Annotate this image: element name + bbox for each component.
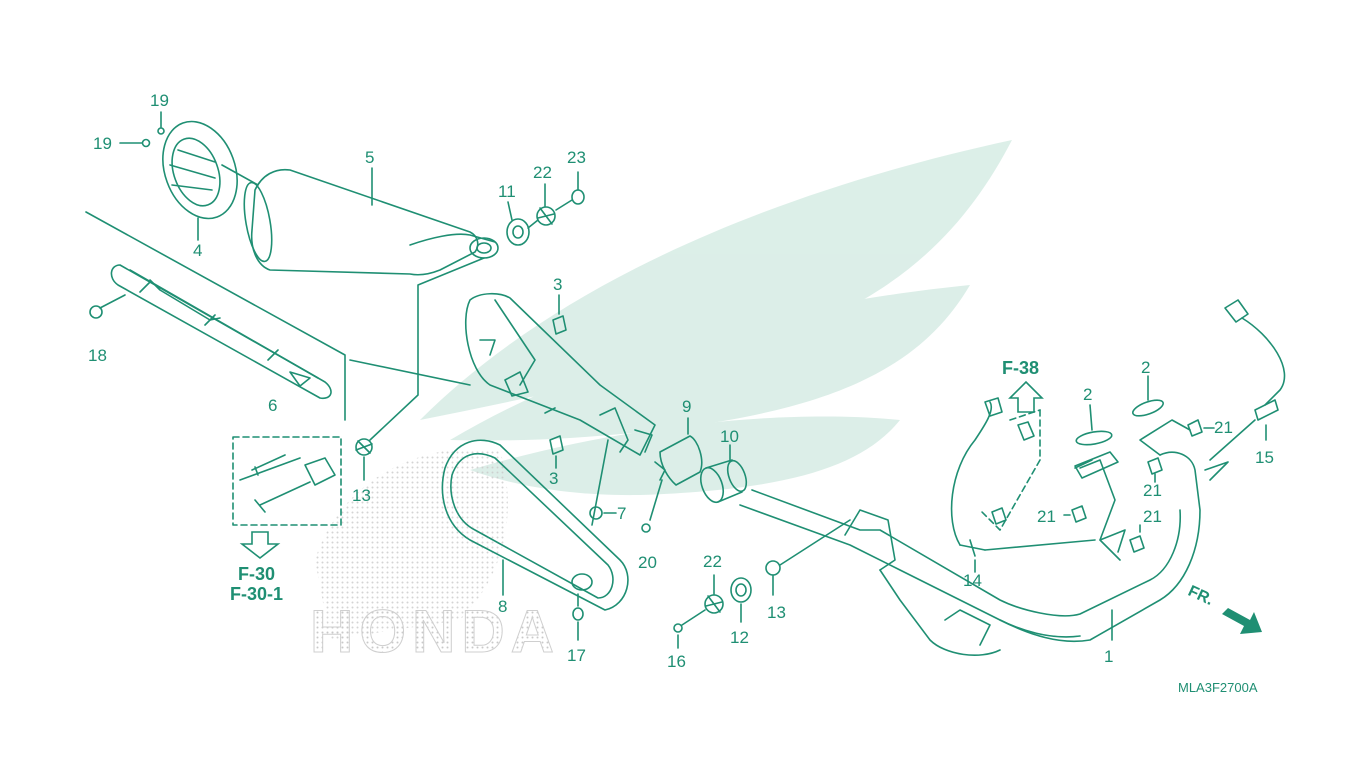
part-label-1: 1 [1104,647,1113,666]
part-label-3a: 3 [553,275,562,294]
part-label-14: 14 [963,571,982,590]
front-direction-label: FR. [1185,583,1216,609]
part-label-19b: 19 [93,134,112,153]
bolt-20 [641,479,663,533]
nut-21b [1147,457,1163,483]
part-label-18: 18 [88,346,107,365]
nut-21c [1063,505,1087,523]
part-label-19a: 19 [150,91,169,110]
nut-21d [1129,524,1145,553]
sensor-clip-group [979,409,1041,531]
watermark-brand-text: HONDA [310,598,560,665]
arrow-front-icon [1222,608,1262,634]
band-9 [654,417,703,486]
honda-wing-logo [420,140,1012,496]
ref-label-f38: F-38 [1002,358,1039,378]
part-label-16: 16 [667,652,686,671]
part-label-17: 17 [567,646,586,665]
part-label-7: 7 [617,504,626,523]
part-label-23: 23 [567,148,586,167]
sensor-14 [950,397,1096,573]
heat-shield-outline [85,211,346,421]
part-label-21b: 21 [1143,481,1162,500]
hardware-kit-box [232,436,342,526]
part-label-2a: 2 [1083,385,1092,404]
part-label-13a: 13 [352,486,371,505]
clip-3a [552,294,567,335]
arrow-up-icon [1008,380,1044,413]
nut-23 [571,171,585,205]
clip-3b [549,435,564,469]
screw-19b [119,138,151,148]
part-label-20: 20 [638,553,657,572]
part-label-21d: 21 [1143,507,1162,526]
honda-dotted-emblem: HONDA [310,448,560,666]
part-label-3b: 3 [549,469,558,488]
exhaust-flange [1074,451,1119,479]
part-label-22a: 22 [533,163,552,182]
part-label-8: 8 [498,597,507,616]
washer-13b [765,519,851,596]
part-label-9: 9 [682,397,691,416]
muffler-front-section [349,292,656,456]
grommet-12 [730,577,752,623]
bolt-16 [673,609,706,649]
screw-19a [157,111,165,135]
part-label-22b: 22 [703,552,722,571]
diagram-code: MLA3F2700A [1178,680,1258,695]
muffler-body [243,167,496,276]
gasket-2a [1075,404,1113,446]
part-label-21c: 21 [1037,507,1056,526]
washer-22b [704,574,724,614]
part-label-4: 4 [193,241,202,260]
muffler-end-cap [162,120,259,241]
sensor-15 [1209,299,1286,461]
part-label-11: 11 [498,182,516,201]
nut-17 [572,593,584,641]
part-label-15: 15 [1255,448,1274,467]
part-label-10: 10 [720,427,739,446]
part-label-12: 12 [730,628,749,647]
part-label-21a: 21 [1214,418,1233,437]
part-label-5: 5 [365,148,374,167]
bolt-18 [89,294,126,319]
arrow-down-icon [239,531,281,560]
part-label-13b: 13 [767,603,786,622]
part-label-6: 6 [268,396,277,415]
heat-protector [441,439,629,611]
washer-7 [589,506,617,520]
washer-22a [536,183,556,226]
nut-21a [1187,419,1215,437]
gasket-10 [699,444,748,504]
exhaust-pipe [739,419,1229,656]
muffler-bracket-boss [369,237,499,441]
washer-13a [355,438,373,481]
grommet-11 [506,201,530,246]
gasket-2b [1132,375,1164,417]
ref-label-f30: F-30 [238,564,275,584]
part-label-2b: 2 [1141,358,1150,377]
ref-label-f30-1: F-30-1 [230,584,283,604]
